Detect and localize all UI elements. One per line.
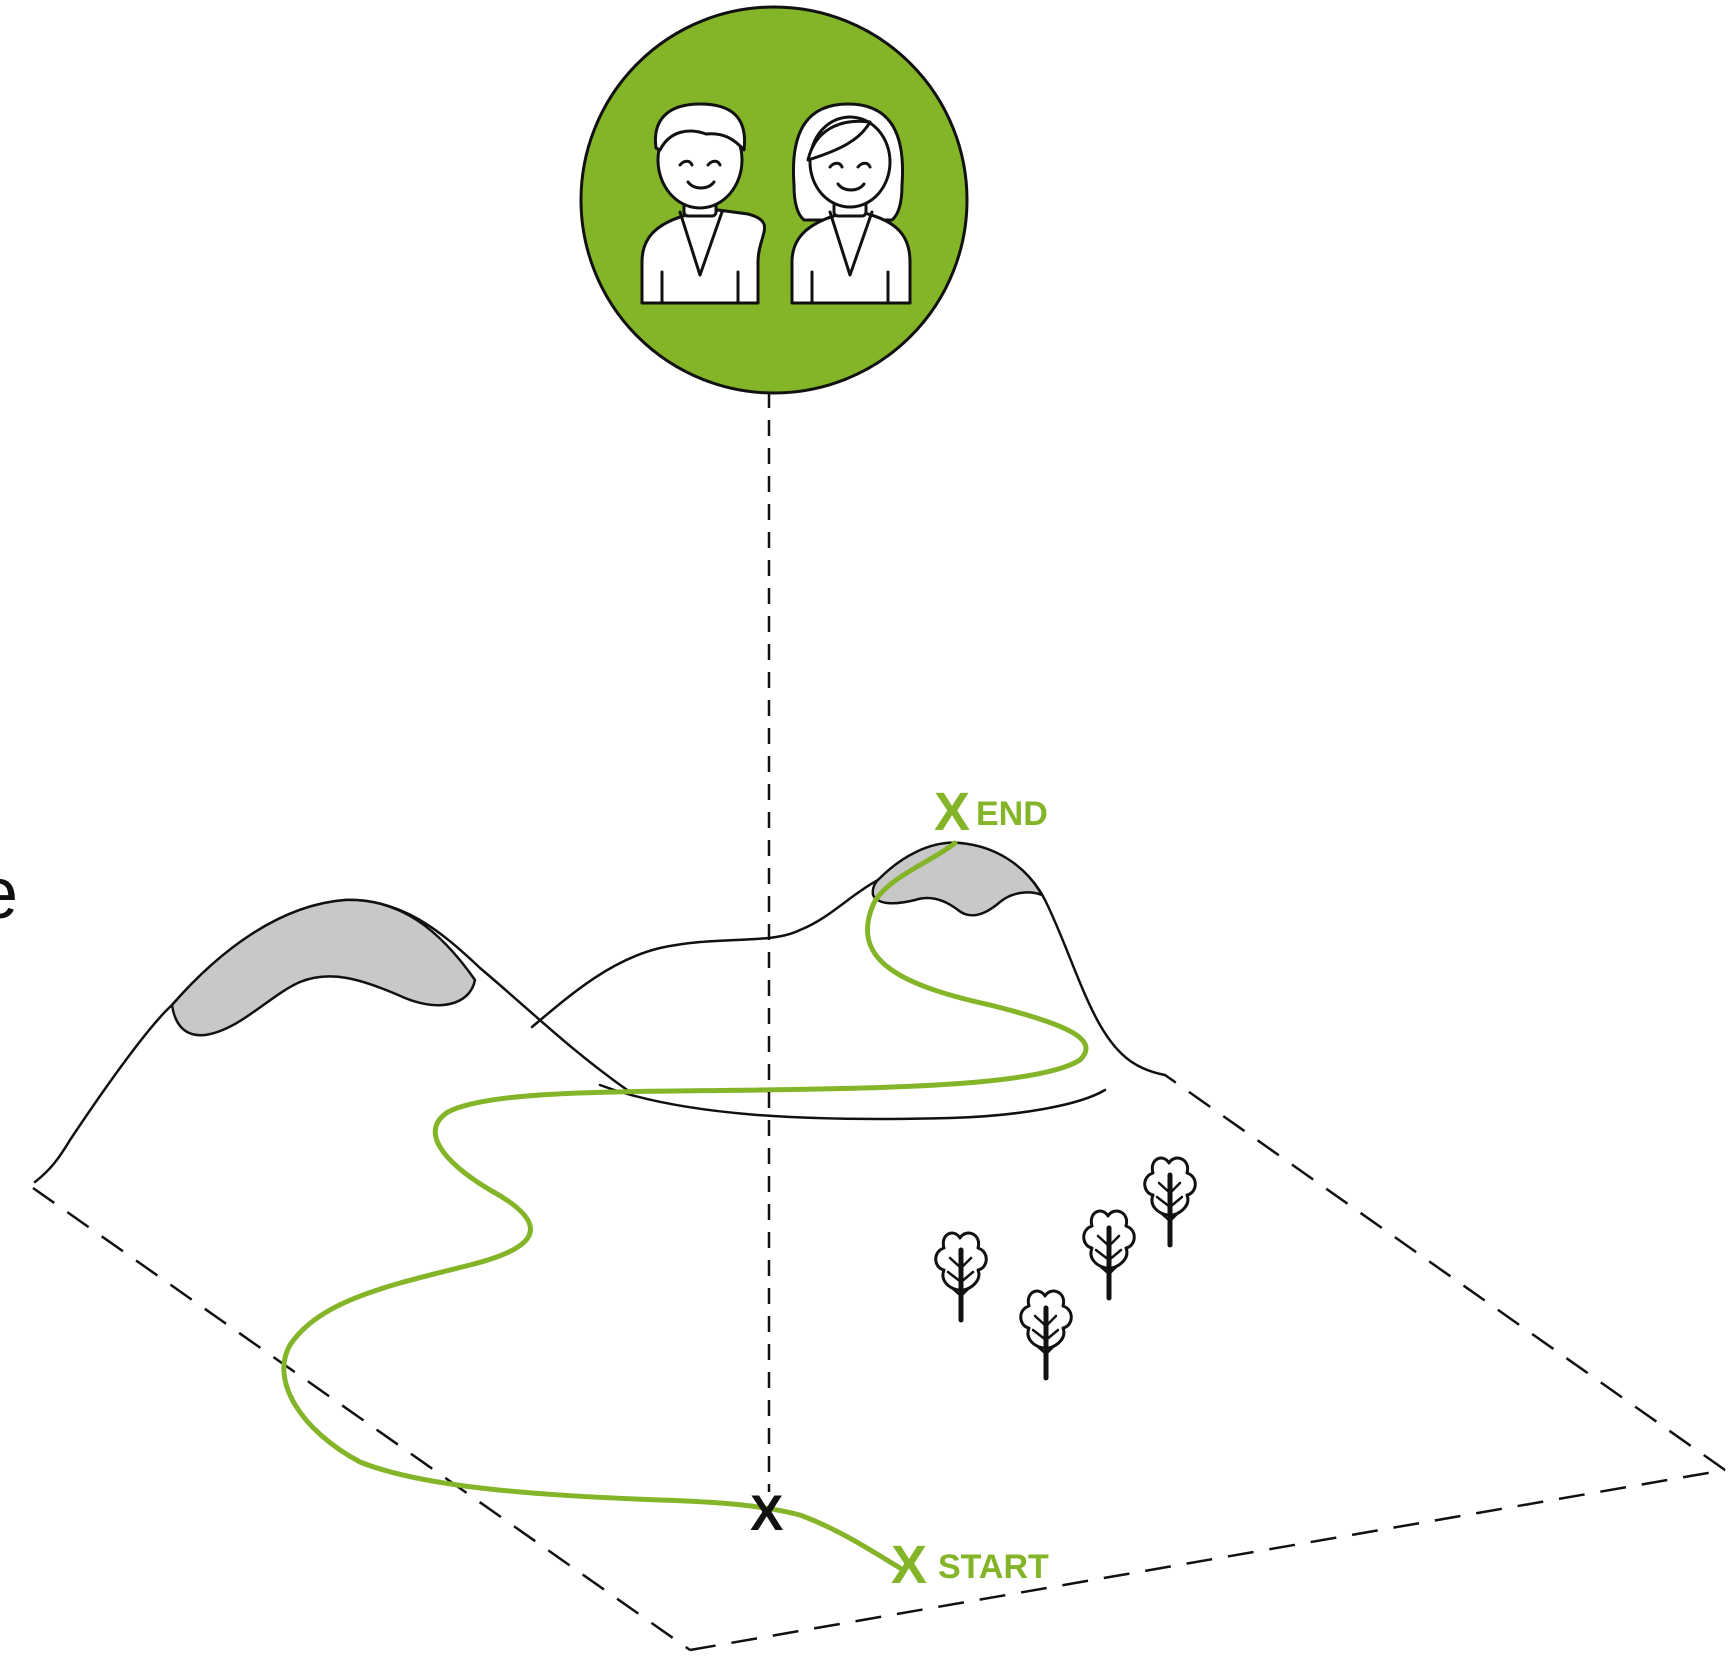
end-marker: X xyxy=(934,782,970,842)
start-marker: X xyxy=(891,1535,927,1595)
midpoint-marker: X xyxy=(750,1485,783,1541)
tree-icon xyxy=(1145,1158,1196,1245)
middle-ridge xyxy=(530,878,880,1029)
tree-icon xyxy=(1084,1211,1135,1298)
tree-icon xyxy=(936,1233,987,1320)
trail-path xyxy=(281,840,1089,1571)
tree-cluster xyxy=(936,1158,1196,1378)
end-label: END xyxy=(976,795,1048,833)
woman-avatar xyxy=(790,102,912,305)
ground-plane xyxy=(32,1073,1726,1652)
start-label: START xyxy=(938,1548,1049,1586)
left-snowcap xyxy=(170,898,477,1037)
tree-icon xyxy=(1021,1291,1072,1378)
cropped-text-fragment-small: e xyxy=(0,858,18,930)
couple-avatar-icon xyxy=(579,5,969,395)
valley-line xyxy=(598,1083,1107,1121)
mountains xyxy=(33,841,1167,1184)
man-avatar xyxy=(640,102,766,305)
